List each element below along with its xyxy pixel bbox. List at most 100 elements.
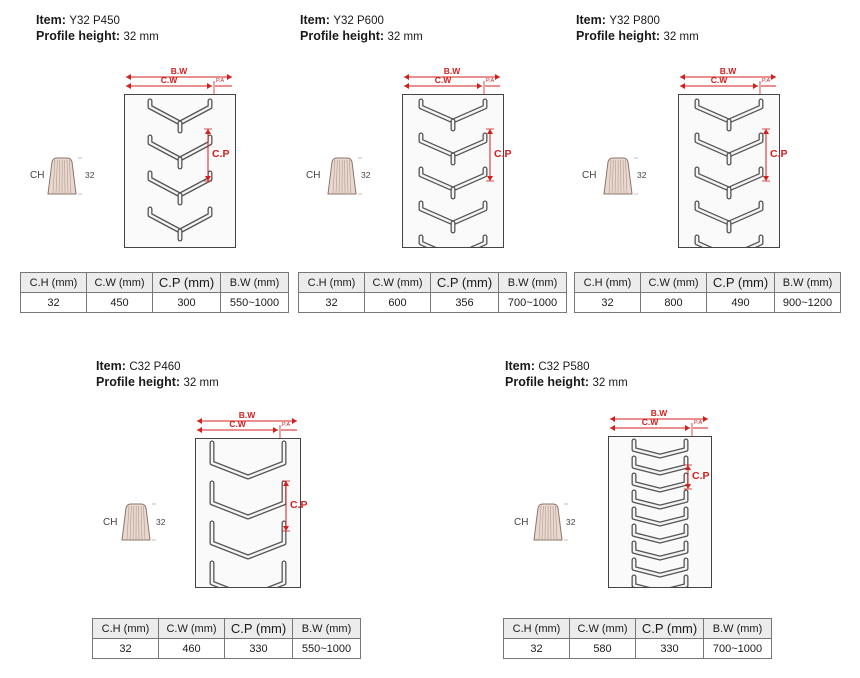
cp-label: C.P (770, 148, 788, 160)
cleat-inner (695, 99, 763, 123)
table-cell: 300 (152, 292, 221, 313)
cleat (631, 506, 689, 527)
cleat-pitch-marker (486, 128, 496, 187)
column-header: C.H (mm) (92, 618, 159, 639)
cw-label: C.W (229, 419, 246, 429)
column-header: C.W (mm) (158, 618, 225, 639)
cleat-inner (632, 541, 688, 560)
table-cell: 550~1000 (220, 292, 289, 313)
belt-diagram (678, 94, 780, 248)
table-cell: 580 (569, 638, 636, 659)
table-cell: 550~1000 (292, 638, 361, 659)
column-header: C.W (mm) (86, 272, 153, 293)
cleat (209, 480, 287, 520)
ch-label: CH (514, 517, 529, 528)
ch-label: CH (30, 170, 45, 181)
cleat-inner (632, 490, 688, 509)
table-cell: 32 (92, 638, 159, 659)
cw-label: C.W (710, 75, 728, 85)
bw-label: B.W (650, 408, 668, 418)
profile-height-line: Profile height: 32 mm (96, 375, 219, 389)
column-header: C.P (mm) (635, 618, 704, 639)
profile-height-value: 32 (156, 517, 166, 527)
cp-dimension-line (684, 464, 692, 490)
cleat-inner (695, 133, 763, 157)
cleat (694, 234, 764, 247)
item-line: Item: Y32 P450 (36, 13, 120, 27)
cleat-profile-icon (322, 156, 364, 201)
cleat-inner (419, 201, 487, 225)
belt-diagram (195, 438, 301, 588)
cleat-inner (632, 507, 688, 526)
profile-height-value: 32 (361, 170, 371, 180)
cleat-pattern (147, 98, 213, 242)
column-header: C.H (mm) (574, 272, 641, 293)
table-cell: 460 (158, 638, 225, 659)
cleat-profile-icon (116, 502, 158, 547)
cleat (631, 523, 689, 544)
table-cell: 330 (224, 638, 293, 659)
cleat-inner (148, 99, 212, 125)
cleat-profile-icon (42, 156, 84, 201)
pa-label: P.A (282, 422, 291, 428)
cleat-inner (210, 561, 286, 587)
cleat-pitch-marker (204, 128, 214, 187)
cleat-pitch-marker (282, 480, 292, 537)
table-cell: 700~1000 (703, 638, 772, 659)
pa-label: P.A (486, 78, 495, 84)
cp-label: C.P (494, 148, 512, 160)
cleat-inner (148, 171, 212, 197)
cw-label: C.W (434, 75, 452, 85)
cleat-inner (419, 167, 487, 191)
cleat-pitch-marker (684, 464, 694, 495)
cleat-inner (695, 167, 763, 191)
profile-height-value: 32 (85, 170, 95, 180)
cw-label: C.W (641, 417, 659, 427)
table-header-row: C.H (mm)C.W (mm)C.P (mm)B.W (mm) (20, 272, 289, 293)
cleat-pattern (631, 438, 689, 587)
ch-label: CH (306, 170, 321, 181)
profile-height-value: 32 (566, 517, 576, 527)
column-header: B.W (mm) (774, 272, 841, 293)
cleat (209, 440, 287, 480)
pa-label: P.A (216, 78, 225, 84)
cleat (631, 557, 689, 578)
table-header-row: C.H (mm)C.W (mm)C.P (mm)B.W (mm) (503, 618, 772, 639)
cleat-inner (632, 558, 688, 577)
table-cell: 700~1000 (498, 292, 567, 313)
cleat (209, 560, 287, 587)
table-cell: 450 (86, 292, 153, 313)
cleat-inner (210, 481, 286, 519)
item-line: Item: C32 P460 (96, 359, 181, 373)
dimension-lines (197, 418, 297, 438)
column-header: C.P (mm) (706, 272, 775, 293)
column-header: C.P (mm) (152, 272, 221, 293)
cleat-pitch-marker (762, 128, 772, 187)
dimension-lines (610, 416, 708, 436)
cleat-inner (419, 235, 487, 247)
cleat (631, 489, 689, 510)
cp-label: C.P (290, 499, 308, 511)
profile-height-value: 32 (637, 170, 647, 180)
item-line: Item: C32 P580 (505, 359, 590, 373)
column-header: C.P (mm) (430, 272, 499, 293)
table-cell: 800 (640, 292, 707, 313)
cleat (631, 438, 689, 459)
cleat (418, 234, 488, 247)
cleat-pattern (209, 440, 287, 587)
ch-label: CH (103, 517, 118, 528)
cleat-inner (632, 473, 688, 492)
cleat (631, 574, 689, 587)
belt-diagram (124, 94, 236, 248)
profile-height-line: Profile height: 32 mm (505, 375, 628, 389)
